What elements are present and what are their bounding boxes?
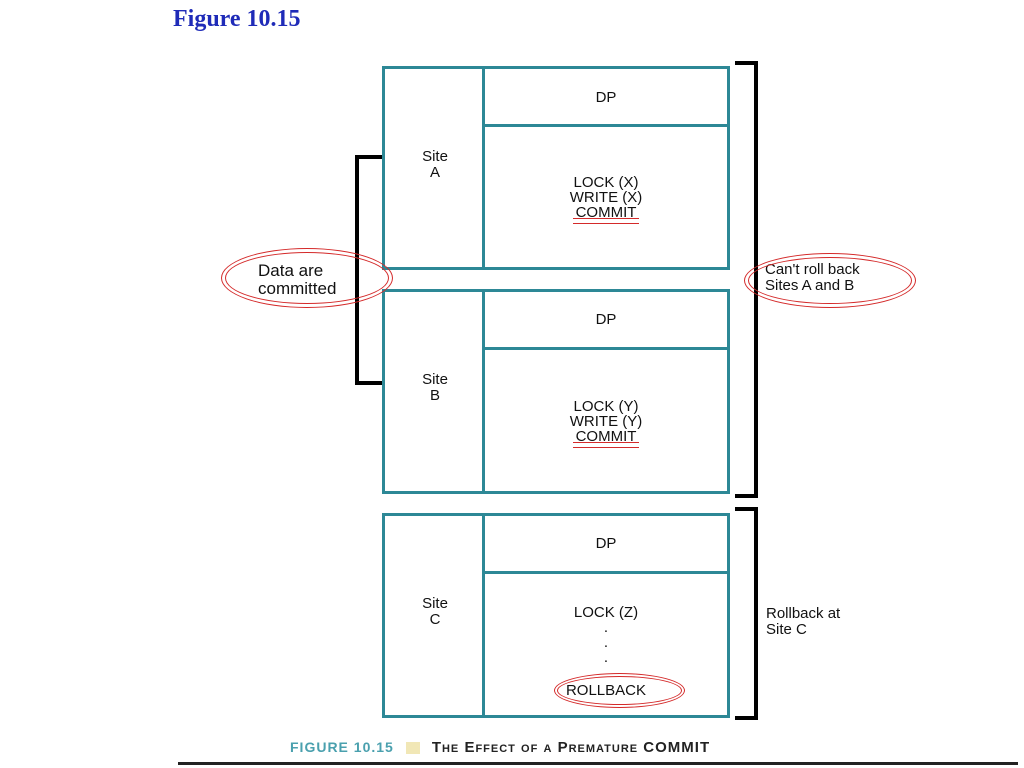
site-a-label-line-1: Site <box>422 148 448 165</box>
site-b-label: Site B <box>385 372 485 404</box>
cant-roll-back-highlight <box>744 253 916 308</box>
site-c-op-dot-3: . <box>603 649 609 666</box>
site-b-box: Site B DP LOCK (Y) WRITE (Y) COMMIT <box>382 289 730 494</box>
site-b-op-write: WRITE (Y) <box>569 413 643 430</box>
site-a-op-write: WRITE (X) <box>569 189 643 206</box>
cant-roll-back-highlight-inner <box>748 257 912 304</box>
ab-bracket-bottom <box>735 494 758 498</box>
site-a-label-line-2: A <box>429 164 440 181</box>
site-c-op-dot-2: . <box>603 634 609 651</box>
site-c-label: Site C <box>385 596 485 628</box>
slide-title: Figure 10.15 <box>173 6 301 32</box>
caption-marker <box>405 742 420 755</box>
site-b-op-lock: LOCK (Y) <box>573 398 639 415</box>
site-a-dp: DP <box>595 89 617 106</box>
site-a-label: Site A <box>385 149 485 181</box>
site-a-box: Site A DP LOCK (X) WRITE (X) COMMIT <box>382 66 730 270</box>
data-committed-highlight <box>221 248 393 308</box>
site-b-label-line-2: B <box>429 387 440 404</box>
caption-text: The Effect of a Premature COMMIT <box>431 739 711 756</box>
site-b-dp-divider <box>485 347 727 350</box>
site-b-divider <box>482 292 485 491</box>
rollback-highlight-inner <box>557 676 682 705</box>
c-bracket-top <box>735 507 758 511</box>
rollback-c-line-2: Site C <box>766 621 807 638</box>
c-bracket-bottom <box>735 716 758 720</box>
site-b-op-commit: COMMIT <box>572 428 640 448</box>
committed-bracket-top <box>355 155 382 159</box>
site-c-divider <box>482 516 485 715</box>
committed-bracket-bottom <box>355 381 382 385</box>
site-a-operations: LOCK (X) WRITE (X) COMMIT <box>485 174 727 224</box>
rollback-c-line-1: Rollback at <box>766 605 841 622</box>
site-c-op-dot-1: . <box>603 619 609 636</box>
site-c-dp: DP <box>595 535 617 552</box>
site-c-label-line-2: C <box>429 611 441 628</box>
site-a-dp-divider <box>485 124 727 127</box>
site-a-divider <box>482 69 485 267</box>
figure-caption: FIGURE 10.15 The Effect of a Premature CO… <box>290 739 710 756</box>
site-c-dp-divider <box>485 571 727 574</box>
site-a-op-lock: LOCK (X) <box>573 174 639 191</box>
rollback-c-text: Rollback at Site C <box>766 606 840 638</box>
caption-rule <box>178 762 1018 765</box>
data-committed-highlight-inner <box>225 252 389 304</box>
site-b-dp: DP <box>595 311 617 328</box>
site-a-op-commit: COMMIT <box>572 204 640 224</box>
site-c-op-lock: LOCK (Z) <box>573 604 639 621</box>
site-b-label-line-1: Site <box>422 371 448 388</box>
rollback-highlight <box>554 673 685 708</box>
caption-figure-number: FIGURE 10.15 <box>290 739 394 755</box>
ab-bracket-top <box>735 61 758 65</box>
site-c-operations: LOCK (Z) . . . <box>485 605 727 665</box>
c-bracket-vertical <box>754 507 758 720</box>
site-c-label-line-1: Site <box>422 595 448 612</box>
site-b-operations: LOCK (Y) WRITE (Y) COMMIT <box>485 398 727 448</box>
